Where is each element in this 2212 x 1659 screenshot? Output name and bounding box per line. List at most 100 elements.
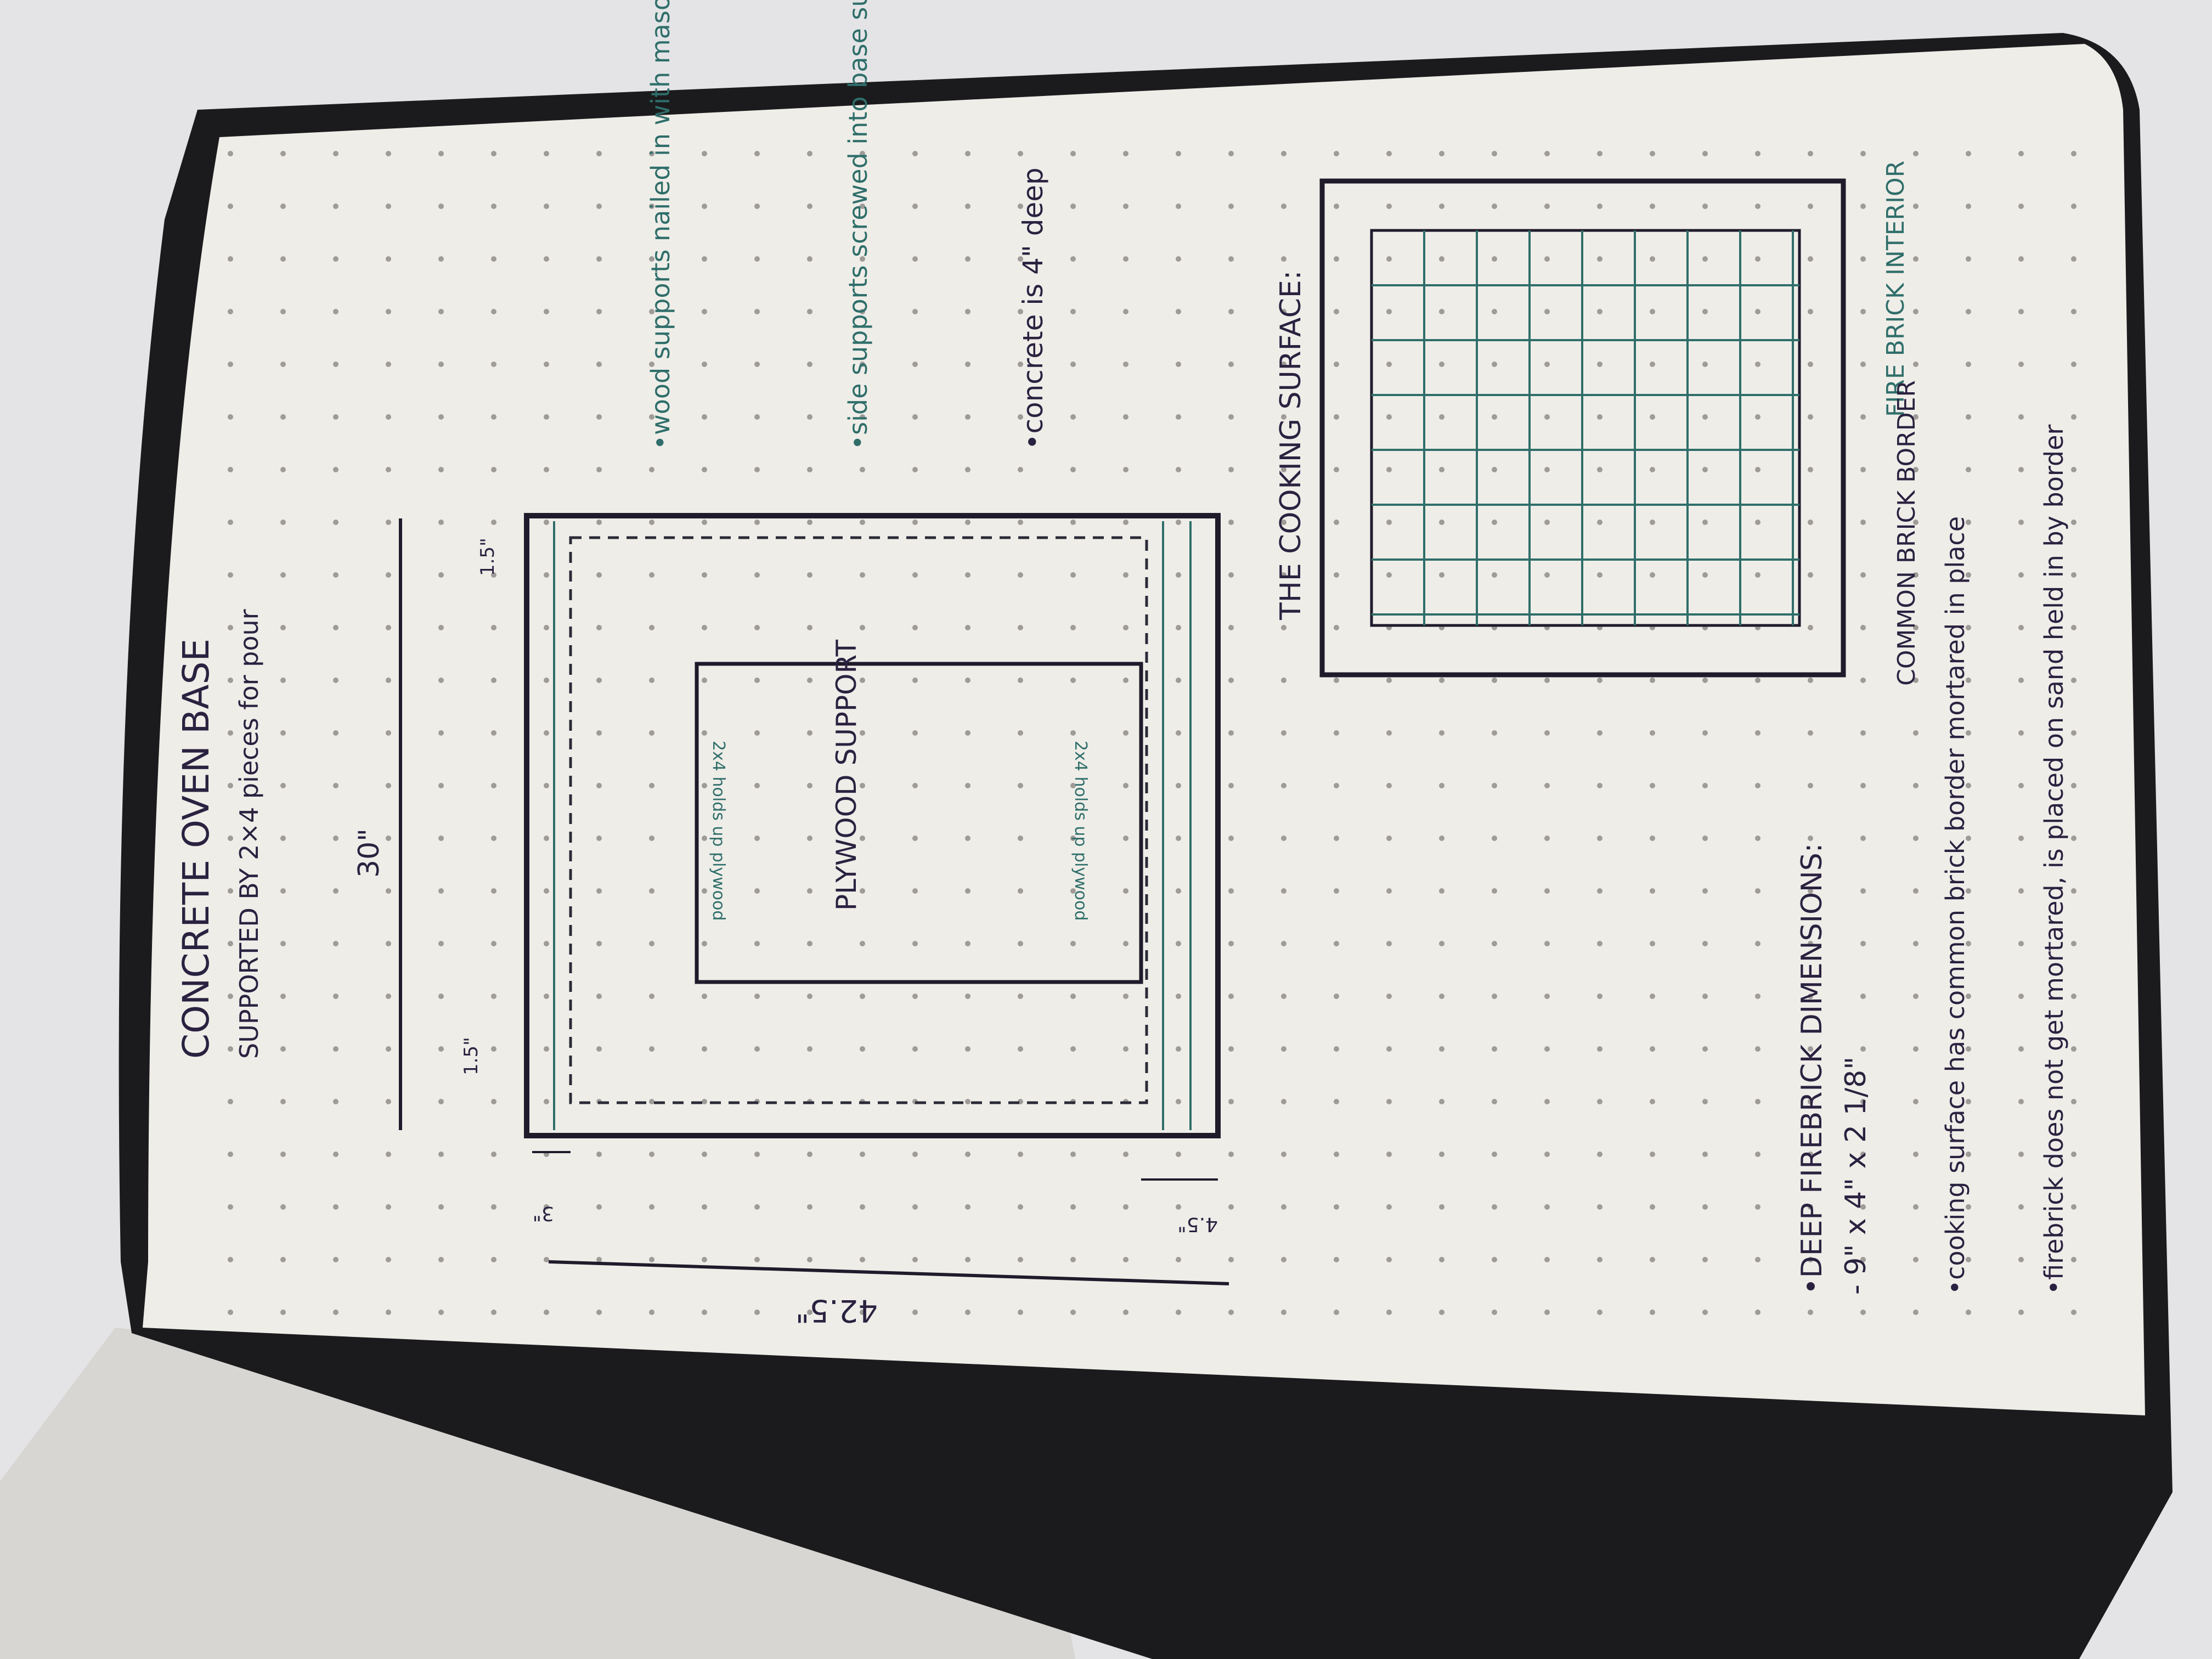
grid-dot — [1492, 1046, 1497, 1052]
grid-dot — [2071, 1204, 2076, 1210]
grid-dot — [438, 625, 444, 630]
grid-dot — [1860, 520, 1866, 525]
grid-dot — [228, 1204, 233, 1210]
grid-dot — [965, 256, 970, 262]
grid-dot — [438, 1099, 444, 1104]
grid-dot — [1913, 625, 1918, 630]
grid-dot — [1386, 151, 1392, 156]
grid-dot — [1334, 467, 1339, 472]
right-notes: •wood supports nailed in with masonry na… — [646, 0, 1049, 450]
grid-dot — [386, 1204, 391, 1210]
grid-dot — [1492, 1204, 1497, 1210]
grid-dot — [912, 625, 918, 630]
grid-dot — [438, 1204, 444, 1210]
grid-dot — [386, 1152, 391, 1157]
grid-dot — [1386, 783, 1392, 788]
grid-dot — [1123, 730, 1128, 736]
grid-dot — [912, 414, 918, 420]
grid-dot — [491, 1257, 496, 1262]
grid-dot — [386, 204, 391, 209]
grid-dot — [1755, 888, 1760, 894]
grid-dot — [438, 836, 444, 841]
grid-dot — [1281, 678, 1286, 683]
grid-dot — [807, 836, 812, 841]
grid-dot — [1702, 151, 1708, 156]
grid-dot — [1808, 467, 1813, 472]
grid-dot — [1597, 309, 1602, 314]
grid-dot — [807, 730, 812, 736]
grid-dot — [1281, 467, 1286, 472]
grid-dot — [1334, 783, 1339, 788]
grid-dot — [1860, 204, 1866, 209]
grid-dot — [1597, 994, 1602, 999]
grid-dot — [544, 783, 549, 788]
grid-dot — [2018, 678, 2024, 683]
grid-dot — [702, 309, 707, 314]
grid-dot — [1544, 362, 1550, 367]
grid-dot — [807, 309, 812, 314]
grid-dot — [544, 520, 549, 525]
grid-dot — [1439, 151, 1444, 156]
grid-dot — [491, 1310, 496, 1315]
grid-dot — [649, 151, 654, 156]
grid-dot — [1070, 204, 1076, 209]
grid-dot — [1070, 625, 1076, 630]
grid-dot — [1702, 888, 1708, 894]
grid-dot — [1808, 414, 1813, 420]
grid-dot — [2018, 994, 2024, 999]
grid-dot — [1386, 1310, 1392, 1315]
grid-dot — [438, 1046, 444, 1052]
grid-dot — [912, 994, 918, 999]
grid-dot — [1544, 1046, 1550, 1052]
grid-dot — [912, 1046, 918, 1052]
grid-dot — [1018, 520, 1023, 525]
grid-dot — [1439, 520, 1444, 525]
grid-dot — [1018, 572, 1023, 578]
grid-dot — [912, 151, 918, 156]
grid-dot — [333, 1099, 338, 1104]
grid-dot — [1860, 730, 1866, 736]
grid-dot — [1860, 625, 1866, 630]
grid-dot — [1702, 1046, 1708, 1052]
grid-dot — [1439, 362, 1444, 367]
grid-dot — [2018, 520, 2024, 525]
grid-dot — [386, 678, 391, 683]
grid-dot — [1123, 1257, 1128, 1262]
grid-dot — [1018, 783, 1023, 788]
grid-dot — [1228, 467, 1234, 472]
grid-dot — [1650, 414, 1655, 420]
grid-dot — [912, 309, 918, 314]
grid-dot — [1702, 1099, 1708, 1104]
grid-dot — [1650, 1046, 1655, 1052]
grid-dot — [280, 467, 286, 472]
grid-dot — [1913, 1099, 1918, 1104]
grid-dot — [1860, 941, 1866, 946]
grid-dot — [1334, 362, 1339, 367]
grid-dot — [280, 1310, 286, 1315]
grid-dot — [280, 836, 286, 841]
grid-dot — [807, 362, 812, 367]
grid-dot — [333, 1257, 338, 1262]
grid-dot — [1808, 151, 1813, 156]
grid-dot — [702, 362, 707, 367]
common-brick-border-label: COMMON BRICK BORDER — [1893, 380, 1921, 686]
bottom-note-4: •firebrick does not get mortared, is pla… — [2039, 425, 2069, 1295]
grid-dot — [2071, 625, 2076, 630]
grid-dot — [965, 625, 970, 630]
grid-dot — [1650, 730, 1655, 736]
grid-dot — [912, 256, 918, 262]
grid-dot — [754, 309, 760, 314]
grid-dot — [1334, 204, 1339, 209]
right-note-2: •side supports screwed into base support… — [843, 0, 873, 450]
grid-dot — [1966, 1099, 1971, 1104]
grid-dot — [1123, 678, 1128, 683]
grid-dot — [1702, 572, 1708, 578]
grid-dot — [596, 888, 602, 894]
grid-dot — [1281, 572, 1286, 578]
grid-dot — [1281, 362, 1286, 367]
grid-dot — [1176, 1046, 1181, 1052]
grid-dot — [649, 1310, 654, 1315]
grid-dot — [386, 888, 391, 894]
grid-dot — [1650, 836, 1655, 841]
grid-dot — [1544, 204, 1550, 209]
